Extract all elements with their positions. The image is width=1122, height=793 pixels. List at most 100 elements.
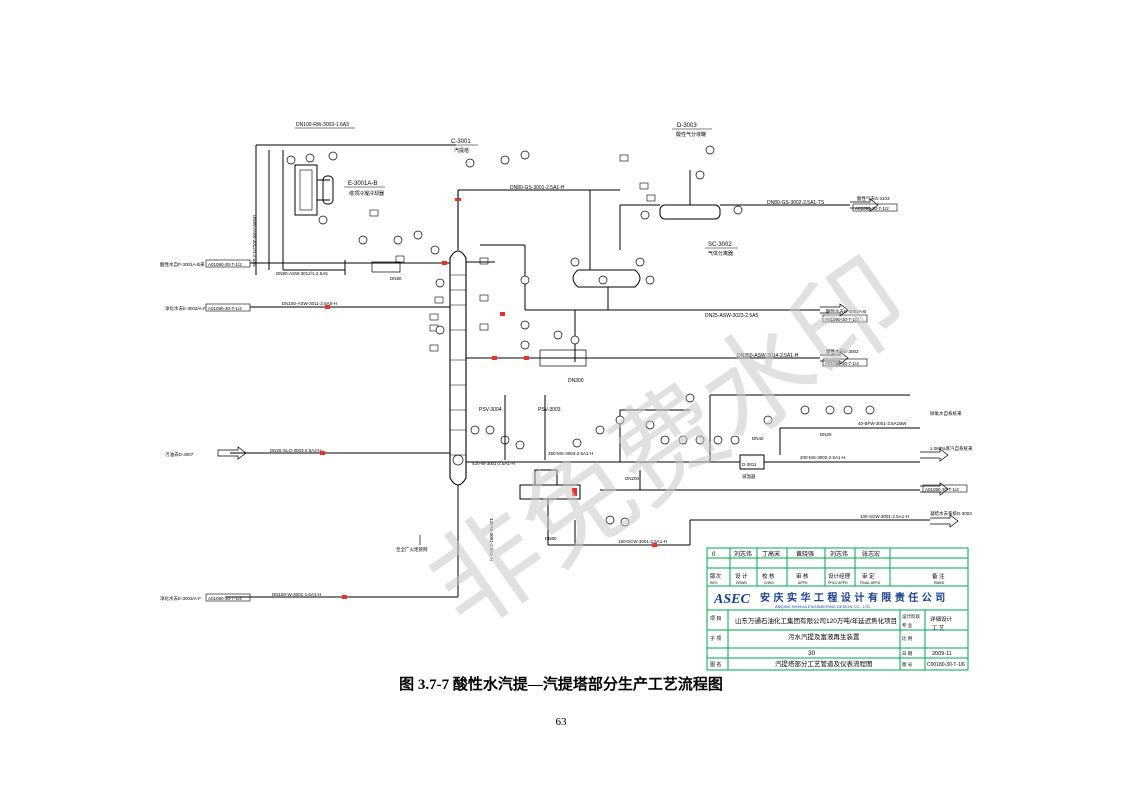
company-logo: ASEC: [713, 592, 750, 607]
tb-role-en-6: RMKS: [934, 581, 945, 585]
line-ms: 350-MS-3003-2.5A1-H: [548, 451, 593, 456]
left-conn-2-label: 净化水去E-3003/A-F: [165, 305, 206, 312]
tb-unit-no: 30: [808, 650, 816, 657]
tb-signer-4: 刘志伟: [830, 550, 848, 558]
right-arrows: [820, 198, 959, 528]
red-highlights: [320, 198, 657, 599]
tb-scale-label: 比 例: [902, 635, 913, 642]
note-bottom: 至全厂火炬管网: [396, 546, 428, 553]
pipe-dn50: DN50: [390, 276, 402, 281]
condenser-name: 塔顶冷凝冷却器: [349, 190, 384, 197]
pipe-dn40: DN40: [752, 436, 764, 441]
tb-role-en-4: PROJ APPD: [828, 581, 848, 585]
tb-signer-3: 黄晓强: [796, 550, 814, 558]
drum-sc3002: [572, 190, 641, 310]
right-conn-1-label: 酸性气去S-3103: [857, 195, 890, 202]
right-conn-1-box: A01090-30-T-1/2: [855, 206, 889, 211]
right-conn-7-label: 凝结水去系统D-3003: [930, 510, 972, 517]
tb-discipline-label: 专 业: [902, 622, 913, 629]
tb-signer-5: 张志宏: [862, 550, 880, 558]
tb-signer-2: 丁高宋: [762, 550, 780, 558]
tb-project: 山东万通石油化工集团有限公司120万吨/年延迟焦化项目: [735, 616, 897, 625]
tb-role-en-0: REV.: [710, 581, 718, 585]
tb-drawing-title: 汽提塔部分工艺管道及仪表流程图: [775, 659, 873, 668]
tb-role-en-5: FINAL APPD: [860, 581, 881, 585]
line-asw-left: DN80-ASW-3012/1-2.5A5: [276, 271, 328, 276]
line-w-vertical: 430-W-3001-2.5A1-H: [489, 518, 494, 561]
left-conn-1-box: A01090-30-T-1/2: [208, 262, 242, 267]
line-top-rw: DN100-RW-3003-1.6A3: [296, 122, 349, 128]
tb-role-en-3: APPD: [798, 581, 808, 585]
tb-role-3: 审 核: [796, 572, 809, 580]
watermark: 非免费水印: [406, 234, 930, 654]
page-number: 63: [555, 716, 567, 728]
vessel-tag: D-3011: [742, 462, 757, 467]
right-conn-3-box: A01090-30-T-1/4: [825, 361, 859, 366]
left-conn-3-label: 污油去D-3007: [165, 451, 194, 458]
tb-stage: 详细设计: [930, 615, 953, 623]
tb-role-5: 审 定: [862, 572, 875, 580]
tb-unit: 污水汽提及富液再生装置: [788, 632, 860, 641]
line-asw-vertical: DN80-ASW-3012/1-2.5A5: [252, 215, 257, 267]
line-asw-3014: DN350-ASW-3014-2.5A1-H: [737, 353, 799, 359]
figure-caption: 图 3.7-7 酸性水汽提—汽提塔部分生产工艺流程图: [399, 677, 723, 693]
tb-role-en-2: CHKD: [764, 581, 774, 585]
line-slo: DN25-SLO-3003-2.5A2-H: [270, 448, 322, 453]
stripper-name: 汽提塔: [454, 147, 469, 154]
psv-2-tag: PSV-3003: [538, 407, 561, 413]
right-conn-2-label: 酸性水去D-3002A-B: [826, 308, 866, 315]
line-cs-out: DN80-GS-3002-2.5A1-TS: [767, 200, 825, 206]
pipe-dn300: DN300: [568, 378, 584, 384]
right-conn-2-box: A01090-30-T-1/2: [825, 317, 859, 322]
tb-date: 2009-11: [932, 651, 952, 657]
company-name-en: ANQING SHIHUA ENGINEERING DESIGN CO., LT…: [775, 604, 871, 609]
instrument-bubbles-condenser: [286, 151, 440, 255]
line-bfw: 40-BFW-3001-2.5A1BW: [858, 421, 907, 426]
pipe-dn25: DN25: [820, 432, 832, 437]
tb-discipline: 工 艺: [932, 625, 945, 632]
separator-tag: D-3003: [677, 123, 697, 129]
drum-tag: SC-3002: [708, 242, 732, 248]
drum-name: 气体分离器: [708, 250, 733, 257]
tb-role-en-1: DRWN: [736, 581, 747, 585]
tb-role-6: 备 注: [932, 572, 945, 580]
tb-role-1: 设 计: [735, 572, 748, 580]
tb-project-label: 项 目: [710, 616, 721, 622]
separator-d3003: [620, 170, 850, 220]
line-asw-return: DN25-ASW-3023-2.5A5: [705, 313, 758, 319]
line-ms-2: 200-MS-3002-2.5A1-H: [800, 455, 845, 460]
vessel-name: 减温器: [742, 473, 756, 480]
psv-1-tag: PSV-3004: [479, 407, 502, 413]
left-conn-1-label: 酸性水自P-3001A-B来: [160, 261, 205, 268]
tb-role-4: 设计经理: [828, 572, 851, 580]
line-asw-feed: DN150-ASW-3011-2.5A5-H: [282, 301, 337, 306]
lower-piping: [466, 394, 930, 546]
line-scw-short: 150-SCW-3001-2.5A1-H: [618, 539, 667, 544]
tb-role-0: 版次: [710, 572, 722, 580]
left-conn-4-label: 净化水去E-3003/A-F: [160, 595, 201, 602]
tb-role-2: 校 核: [762, 572, 775, 580]
tb-drawing-no-label: 图 号: [902, 662, 913, 668]
tb-drawing-label: 图 名: [710, 661, 721, 668]
instrument-bubbles-lower: [572, 393, 875, 527]
left-conn-2-box: A01090-30-T-1/4: [208, 306, 242, 311]
left-feed-lines: [225, 261, 459, 598]
line-w-430: 430-W-3001-2.5A1-H: [472, 461, 515, 466]
tb-drawing-no: C00180-30-T-1/6: [927, 662, 965, 668]
right-conn-6-box: A01090-30-T-1/4: [925, 487, 959, 492]
separator-name: 酸性气分液罐: [676, 131, 706, 138]
tb-date-label: 日 期: [902, 651, 913, 657]
tb-signer-1: 刘志伟: [734, 550, 752, 558]
tb-subitem-label: 子 项: [710, 635, 721, 642]
line-scw: 100-SCW-3001-2.5A1-H: [860, 514, 909, 519]
company-name-cn: 安 庆 实 华 工 程 设 计 有 限 责 任 公 司: [760, 591, 945, 604]
right-conn-5-label: 1.0MPa蒸汽自系统来: [930, 445, 973, 452]
right-conn-3-label: 酸性水去E-3002: [826, 348, 859, 355]
tb-stage-label: 设计阶段: [902, 613, 920, 620]
condenser-tag: E-3001A-B: [348, 181, 377, 187]
line-w-bottom: DN150-W-3001-1.6A1-H: [272, 592, 321, 597]
arrow-left-3: [217, 446, 247, 460]
right-conn-4-label: 除氧水自系统来: [930, 410, 962, 417]
tb-rev: 0: [712, 552, 716, 558]
